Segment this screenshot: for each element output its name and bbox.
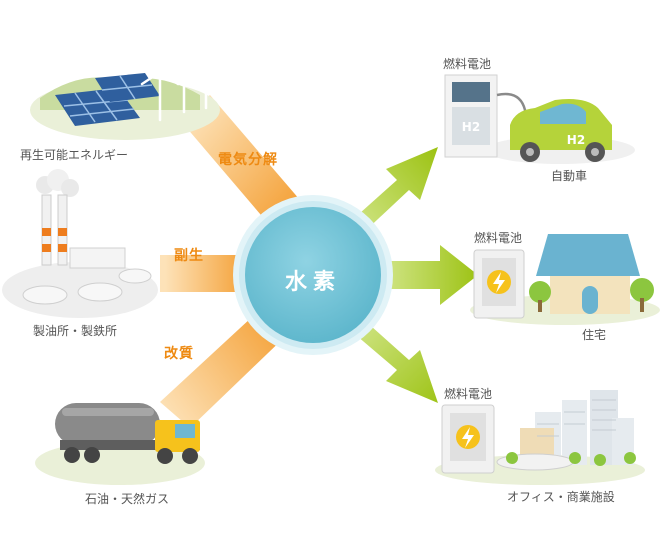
use-label-office: オフィス・商業施設 [507, 490, 615, 504]
wind-turbine-icon [140, 42, 221, 122]
use-label-house: 住宅 [582, 328, 607, 342]
arrow-hub-to-car [350, 147, 438, 234]
solar-panel-icon [55, 73, 160, 126]
device-label-car: 燃料電池 [443, 57, 492, 71]
car-icon [510, 99, 612, 150]
house-illustration [470, 234, 660, 325]
house-roof-icon [536, 234, 640, 276]
refinery-illustration [2, 169, 158, 318]
source-label-oil-gas: 石油・天然ガス [85, 492, 170, 506]
renewable-illustration [30, 42, 221, 140]
source-label-refinery: 製油所・製鉄所 [33, 324, 118, 338]
process-label-electrolysis: 電気分解 [218, 152, 278, 168]
device-label-office: 燃料電池 [444, 387, 493, 401]
device-label-house: 燃料電池 [474, 231, 523, 245]
arrow-renewable-to-hub [180, 95, 300, 228]
tanker-truck-illustration [35, 403, 205, 485]
hydrogen-hub [245, 207, 381, 343]
hub-label: 水素 [284, 270, 341, 295]
office-illustration [435, 390, 645, 485]
storage-tank-icon [22, 285, 68, 305]
station-h2-mark: H2 [462, 120, 480, 134]
car-h2-mark: H2 [567, 133, 585, 147]
use-label-car: 自動車 [551, 169, 588, 183]
arrow-hub-to-office [350, 318, 438, 403]
source-label-renewable: 再生可能エネルギー [20, 148, 129, 162]
process-label-byproduct: 副生 [174, 248, 204, 264]
process-label-reforming: 改質 [164, 346, 194, 362]
car-illustration: H2 H2 [444, 74, 635, 164]
arrow-oil-to-hub [160, 305, 292, 428]
arrow-hub-to-house [380, 245, 478, 305]
